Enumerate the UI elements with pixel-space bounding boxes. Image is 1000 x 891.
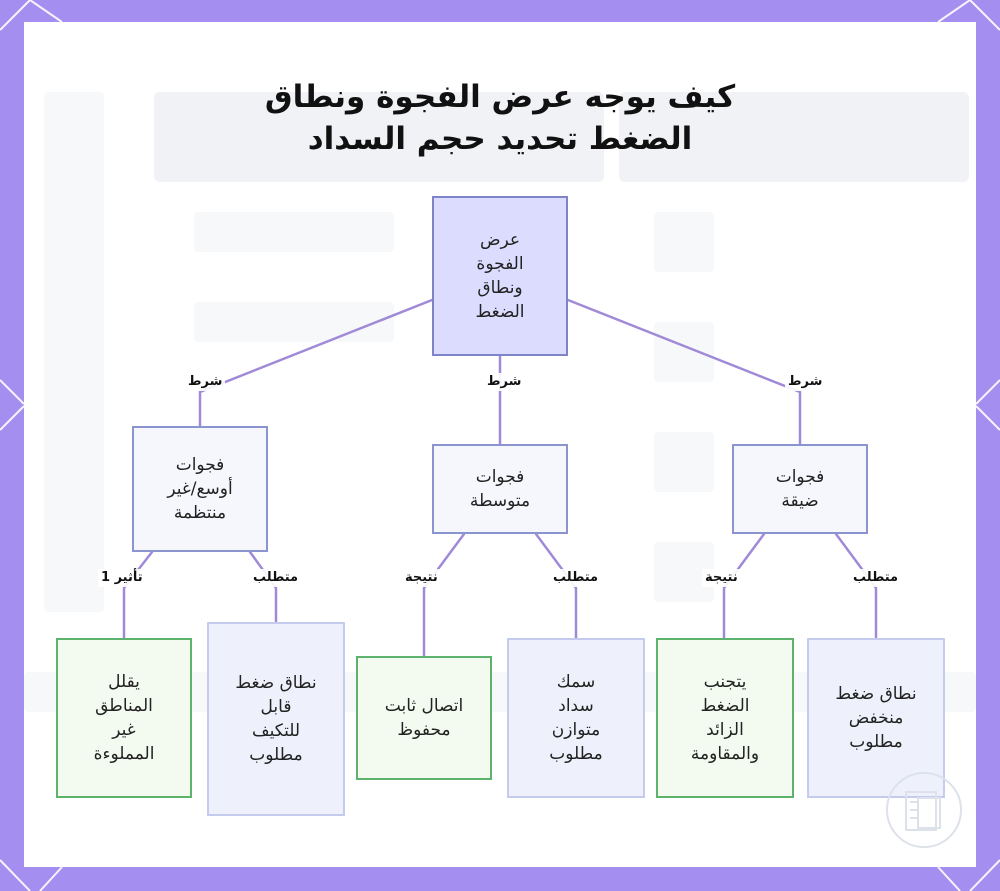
node-root: عرض الفجوة ونطاق الضغط [432,196,568,356]
edge-narrow-result [722,532,766,640]
edge-label-cond-right: شرط [785,373,826,391]
edge-label-req-wide: متطلب [250,569,302,587]
edge-label-req-narrow: متطلب [850,569,902,587]
edge-label-cond-left: شرط [185,373,226,391]
node-reduces-voids: يقلل المناطق غير المملوءة [56,638,192,798]
node-medium-gaps: فجوات متوسطة [432,444,568,534]
edge-wide-effect [122,550,154,640]
watermark-logo-icon [886,772,962,848]
diagram-title: كيف يوجه عرض الفجوة ونطاق الضغط تحديد حج… [200,76,800,160]
node-low-range: نطاق ضغط منخفض مطلوب [807,638,945,798]
edge-label-result-narrow: نتيجة [702,569,741,587]
node-adaptable-range: نطاق ضغط قابل للتكيف مطلوب [207,622,345,816]
edge-wide-req [248,550,278,624]
node-wide-gaps: فجوات أوسع/غير منتظمة [132,426,268,552]
edge-narrow-req [834,532,878,640]
edge-label-result-mid: نتيجة [402,569,441,587]
edge-medium-req [534,532,578,640]
edge-root-wide [198,298,434,428]
title-line-2: الضغط تحديد حجم السداد [307,121,693,157]
node-balanced-thickness: سمك سداد متوازن مطلوب [507,638,645,798]
edge-medium-result [422,532,466,658]
edge-root-narrow [566,298,802,446]
edge-label-req-mid: متطلب [550,569,602,587]
node-narrow-gaps: فجوات ضيقة [732,444,868,534]
node-stable-contact: اتصال ثابت محفوظ [356,656,492,780]
title-line-1: كيف يوجه عرض الفجوة ونطاق [264,79,736,115]
edge-label-effect-1: تأثير 1 [98,569,146,587]
node-avoid-pressure: يتجنب الضغط الزائد والمقاومة [656,638,794,798]
edge-label-cond-mid: شرط [484,373,525,391]
